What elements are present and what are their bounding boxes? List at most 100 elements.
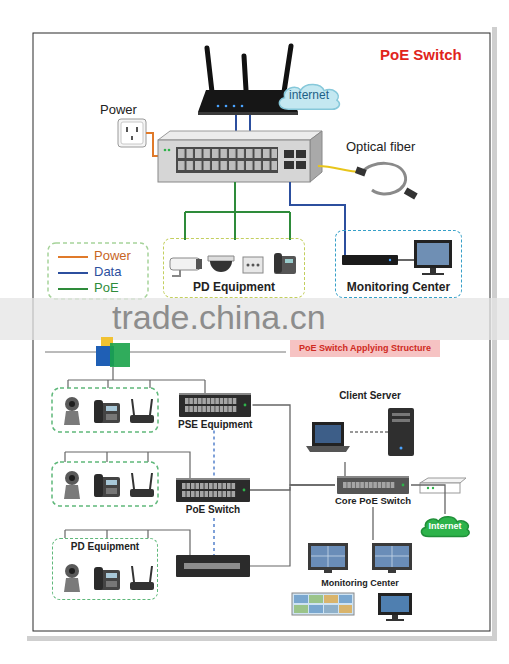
switch-port [191, 491, 195, 497]
switch-port [182, 491, 186, 497]
device-group: Monitoring Center [300, 540, 420, 588]
optical-fiber-cable [355, 166, 367, 176]
switch-port [216, 406, 220, 412]
poe-switch-device [284, 150, 294, 158]
router [198, 112, 298, 115]
switch-port [343, 482, 347, 488]
legend-line-sample [58, 270, 88, 276]
modem [420, 478, 466, 483]
network-connector [253, 405, 336, 485]
monitor [422, 273, 444, 275]
switch-icon [337, 476, 409, 478]
switch-port [200, 491, 204, 497]
poe-splitter [257, 264, 260, 267]
switch-icon [176, 478, 250, 480]
switch-port [185, 398, 189, 404]
legend-line-sample [58, 254, 88, 260]
cloud-shape [421, 517, 469, 537]
poe-switch-device [158, 140, 310, 182]
stack-link [213, 518, 214, 555]
network-icon [110, 343, 130, 367]
switch-port [229, 398, 233, 404]
pd-device-set [64, 471, 154, 499]
nvr-recorder [342, 255, 398, 265]
power-outlet [136, 127, 138, 132]
switch-port [205, 483, 209, 489]
switch-icon [337, 476, 409, 494]
video-wall [292, 593, 354, 615]
bullet-camera [170, 258, 200, 270]
legend-line-sample [58, 288, 88, 290]
switch-port [218, 491, 222, 497]
monitor [308, 543, 348, 573]
node-label: PoE Switch [186, 504, 240, 516]
switch-port [211, 398, 215, 404]
monitor [372, 543, 412, 573]
video-wall [294, 605, 308, 613]
switch-port [191, 483, 195, 489]
monitor [328, 546, 329, 567]
video-wall [324, 595, 338, 603]
switch-led [243, 489, 246, 492]
switch-port [233, 406, 237, 412]
switch-port [187, 483, 191, 489]
switch-port [347, 482, 351, 488]
node-label: Monitoring Center [347, 281, 450, 295]
switch-port [196, 491, 200, 497]
switch-port [198, 398, 202, 404]
switch-icon [179, 393, 251, 417]
server-tower [392, 419, 410, 422]
network-connector [344, 462, 345, 476]
video-wall [339, 595, 352, 603]
laptop [312, 422, 344, 446]
node-label: Client Server [339, 390, 401, 402]
switch-icon [337, 476, 409, 494]
poe-wire [185, 182, 290, 240]
video-wall [309, 595, 323, 603]
network-connector [411, 485, 445, 514]
monitor [308, 543, 348, 570]
optical-fiber-cable [362, 163, 406, 194]
switch-device [184, 563, 240, 569]
monitor [417, 243, 449, 265]
poe-switch-device [284, 161, 294, 169]
switch-port [187, 491, 191, 497]
nvr-recorder [389, 259, 391, 261]
switch-port [369, 482, 373, 488]
group-box: PD Equipment [52, 538, 158, 600]
switch-port [232, 491, 236, 497]
ip-phone [274, 253, 282, 273]
switch-port [223, 491, 227, 497]
server-tower [388, 408, 414, 456]
switch-icon [179, 393, 251, 395]
switch-port [198, 406, 202, 412]
network-line [250, 487, 290, 566]
switch-port [209, 483, 213, 489]
monitor [324, 570, 332, 573]
switch-led [402, 484, 405, 487]
switch-port [182, 483, 186, 489]
network-line [350, 431, 388, 432]
power-wire [146, 133, 158, 156]
power-outlet [118, 119, 146, 147]
switch-port [365, 482, 369, 488]
monitor [414, 240, 452, 275]
monitor [378, 593, 412, 615]
power-outlet [121, 122, 143, 144]
nvr-recorder [342, 255, 398, 265]
annotation-label: Power [100, 103, 137, 118]
network-line [65, 452, 190, 478]
banner-band: PoE Switch Applying Structure [290, 340, 440, 357]
switch-port [190, 398, 194, 404]
switch-port [209, 491, 213, 497]
node-label: Internet [428, 521, 461, 531]
switch-port [216, 398, 220, 404]
switch-port [218, 483, 222, 489]
switch-port [360, 482, 364, 488]
group-box: PD Equipment [163, 238, 305, 298]
legend-line-sample [58, 272, 88, 274]
pd-device-set [64, 564, 154, 592]
laptop [315, 425, 341, 443]
poe-switch-device [176, 147, 278, 173]
